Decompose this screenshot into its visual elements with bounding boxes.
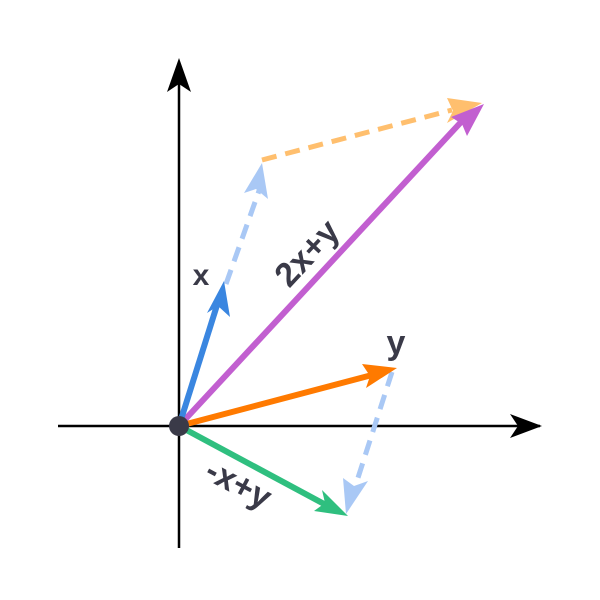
guide-x-translated-arrowhead [244, 163, 268, 199]
origin-point [169, 416, 189, 436]
vector-neg-x-plus-y [177, 423, 328, 508]
x-axis-arrowhead [510, 414, 542, 438]
vector-neg-x-plus-y-arrowhead [314, 490, 348, 516]
vector-y [178, 372, 373, 429]
label-y: y [387, 324, 406, 362]
label-x: x [193, 259, 210, 292]
guide-neg-x-arrowhead [343, 478, 368, 514]
vector-2x-plus-y [176, 118, 465, 429]
guide-y-translated [261, 107, 453, 163]
y-axis-arrowhead [167, 58, 191, 92]
vector-x-arrowhead [207, 281, 230, 317]
guide-neg-x [353, 371, 395, 485]
vector-2x-plus-y-arrowhead [451, 104, 484, 136]
vector-y-arrowhead [362, 364, 397, 388]
vector-x [176, 301, 221, 427]
guide-x-translated-lower [223, 187, 263, 285]
